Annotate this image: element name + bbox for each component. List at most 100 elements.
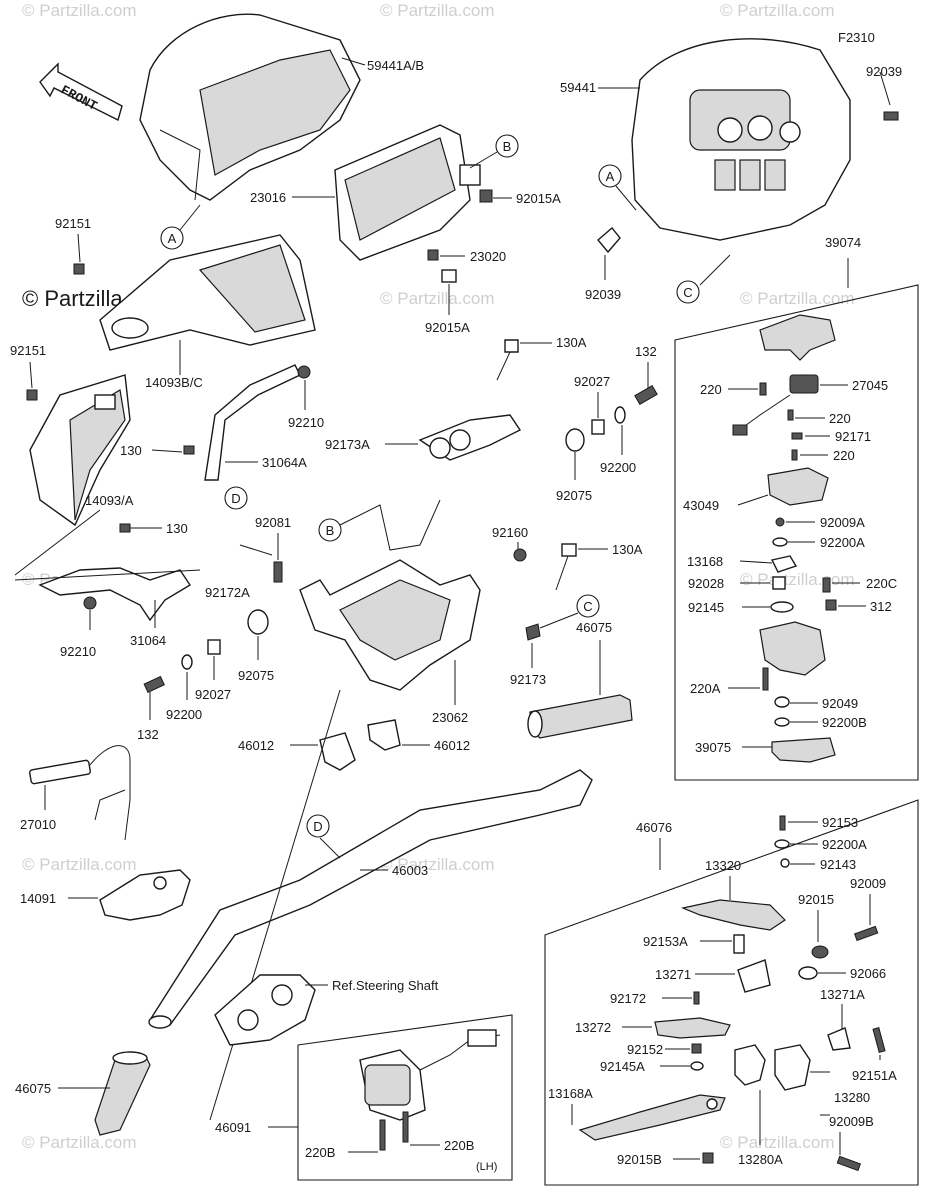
part-label: 13271 xyxy=(655,967,691,982)
watermark-text: © Partzilla.com xyxy=(380,855,495,874)
washer-icon xyxy=(774,839,790,849)
svg-text:A: A xyxy=(606,169,615,184)
circle-ref-d: D xyxy=(224,486,248,510)
watermark-text: © Partzilla.com xyxy=(380,289,495,308)
screw-icon xyxy=(379,1119,386,1151)
part-label: 59441 xyxy=(560,80,596,95)
cover-43049 xyxy=(767,467,829,506)
part-label: 14091 xyxy=(20,891,56,906)
handlebar-switch-lh xyxy=(359,1029,501,1121)
part-label: 220B xyxy=(444,1138,474,1153)
part-label: 92152 xyxy=(627,1042,663,1057)
part-label: 220 xyxy=(829,411,851,426)
part-label: 43049 xyxy=(683,498,719,513)
part-label: 92210 xyxy=(288,415,324,430)
bracket-13271 xyxy=(737,959,771,993)
switch-cover-14091 xyxy=(99,869,191,921)
hand-grip-right xyxy=(527,694,633,739)
clutch-switch xyxy=(29,745,131,841)
bolt-icon xyxy=(26,389,38,401)
watermark-group: © Partzilla.com © Partzilla.com © Partzi… xyxy=(22,1,855,1152)
circle-ref-c: C xyxy=(576,594,600,618)
grommet-icon xyxy=(565,428,585,452)
screw-icon xyxy=(693,991,700,1005)
part-label: 31064A xyxy=(262,455,307,470)
watermark-text: © Partzilla.com xyxy=(740,570,855,589)
bolt-icon xyxy=(836,1155,862,1172)
part-label: 27045 xyxy=(852,378,888,393)
plate-icon xyxy=(798,966,818,980)
washer-icon xyxy=(614,406,626,424)
part-label: 31064 xyxy=(130,633,166,648)
spacer-icon xyxy=(772,576,786,590)
part-label: 92153A xyxy=(643,934,688,949)
throttle-housing-lower xyxy=(759,621,826,676)
hand-grip-left xyxy=(94,1051,151,1136)
part-label: 13280A xyxy=(738,1152,783,1167)
part-label: 220A xyxy=(690,681,721,696)
part-label: 132 xyxy=(635,344,657,359)
part-label: 92172A xyxy=(205,585,250,600)
nut-icon xyxy=(702,1152,714,1164)
part-label: 130A xyxy=(556,335,587,350)
bolt-icon xyxy=(73,263,85,275)
circle-ref-a: A xyxy=(598,164,622,188)
part-label: 39074 xyxy=(825,235,861,250)
part-label: 92171 xyxy=(835,429,871,444)
lever-13320 xyxy=(680,899,786,931)
plate-13272 xyxy=(654,1017,731,1039)
part-label: 220B xyxy=(305,1145,335,1160)
part-label: 13168 xyxy=(687,554,723,569)
part-label: 23020 xyxy=(470,249,506,264)
part-label: 92173 xyxy=(510,672,546,687)
part-label: 92143 xyxy=(820,857,856,872)
part-label: 27010 xyxy=(20,817,56,832)
part-label: 46012 xyxy=(238,738,274,753)
part-label: 92151 xyxy=(10,343,46,358)
bushing-icon xyxy=(780,858,790,868)
bolt-icon xyxy=(822,577,831,593)
part-label: Ref.Steering Shaft xyxy=(332,978,439,993)
part-label: 46003 xyxy=(392,863,428,878)
bracket-31064 xyxy=(38,567,191,622)
watermark-text: © Partzilla.com xyxy=(720,1133,835,1152)
spring-icon xyxy=(690,1061,704,1071)
bushing-icon xyxy=(774,696,790,708)
circle-ref-c: C xyxy=(676,280,700,304)
part-label: 92151 xyxy=(55,216,91,231)
part-label: 92015A xyxy=(425,320,470,335)
circle-ref-b: B xyxy=(495,134,519,158)
part-label: 92049 xyxy=(822,696,858,711)
part-label: 92009A xyxy=(820,515,865,530)
watermark-text: © Partzilla.com xyxy=(720,1,835,20)
plate-icon xyxy=(770,555,798,573)
screw-icon xyxy=(402,1111,409,1143)
part-label: 92039 xyxy=(866,64,902,79)
front-arrow-icon: FRONT xyxy=(39,62,123,122)
part-label: 46091 xyxy=(215,1120,251,1135)
part-label: 220C xyxy=(866,576,897,591)
steering-clamp xyxy=(214,974,316,1046)
svg-text:C: C xyxy=(583,599,592,614)
clip-icon xyxy=(597,226,621,254)
screw-icon xyxy=(779,815,786,831)
nut-icon xyxy=(297,365,311,379)
nut-icon xyxy=(825,599,837,611)
part-label: 92200A xyxy=(820,535,865,550)
handlebar-clamp-left xyxy=(319,732,356,771)
screw-icon xyxy=(733,934,745,954)
clutch-lever-13168a xyxy=(578,1094,726,1141)
spring-icon xyxy=(273,561,283,583)
screw-icon xyxy=(791,449,798,461)
nut-icon xyxy=(427,249,439,261)
grommet-icon xyxy=(247,609,269,635)
circle-ref-a: A xyxy=(160,226,184,250)
part-label: 92160 xyxy=(492,525,528,540)
part-label: 23016 xyxy=(250,190,286,205)
watermark-text: © Partzilla.com xyxy=(22,1133,137,1152)
part-label: 92081 xyxy=(255,515,291,530)
part-label: 23062 xyxy=(432,710,468,725)
screw-icon xyxy=(883,111,899,121)
svg-text:D: D xyxy=(313,819,322,834)
